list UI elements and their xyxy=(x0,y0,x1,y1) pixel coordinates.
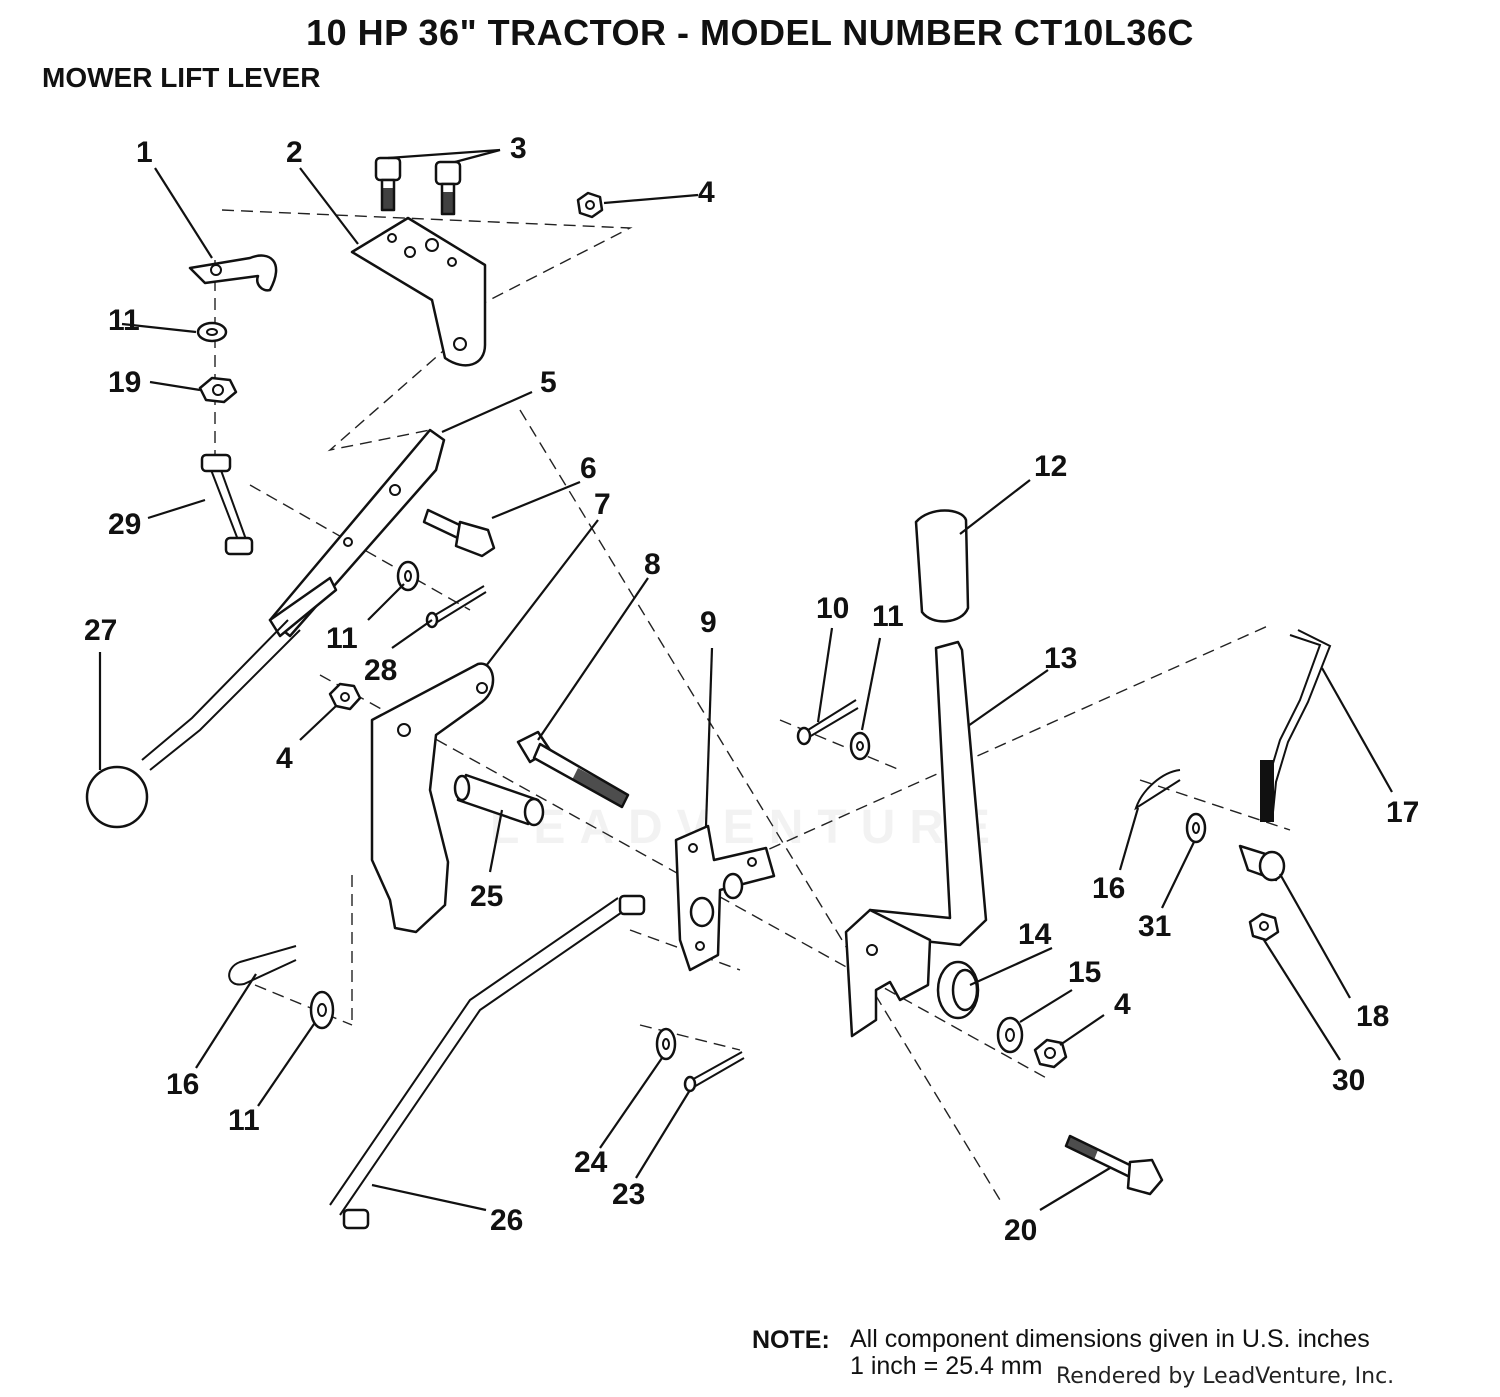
callout-16a: 16 xyxy=(1092,872,1125,905)
part-mount-plate xyxy=(674,824,776,972)
callout-11b: 11 xyxy=(326,622,358,655)
diagram-subtitle: MOWER LIFT LEVER xyxy=(42,62,321,93)
callout-17: 17 xyxy=(1386,796,1419,829)
callout-24: 24 xyxy=(574,1146,608,1179)
callout-labels: 1 2 3 4 4 4 4 5 6 7 8 9 10 11 11 11 11 1… xyxy=(84,132,1419,1247)
callout-5: 5 xyxy=(540,366,557,399)
render-credit: Rendered by LeadVenture, Inc. xyxy=(1056,1364,1395,1389)
callout-6: 6 xyxy=(580,452,597,485)
callout-11c: 11 xyxy=(872,600,904,633)
part-adjust-rod xyxy=(1260,629,1332,823)
callout-28: 28 xyxy=(364,654,397,687)
leader-lines xyxy=(98,148,1393,1212)
part-lift-link xyxy=(329,894,646,1230)
callout-16b: 16 xyxy=(166,1068,199,1101)
callout-4a: 4 xyxy=(698,176,715,209)
dimension-note: NOTE: All component dimensions given in U… xyxy=(752,1326,1370,1380)
part-bushing xyxy=(936,960,980,1020)
callout-9: 9 xyxy=(700,606,717,639)
callout-18: 18 xyxy=(1356,1000,1389,1033)
watermark: LEADVENTURE xyxy=(490,801,1005,854)
callout-3: 3 xyxy=(510,132,527,165)
part-pivot-plate xyxy=(370,662,495,934)
assembly-lines xyxy=(214,209,1291,1201)
note-line-2: 1 inch = 25.4 mm xyxy=(850,1352,1043,1380)
part-handle xyxy=(844,509,988,1038)
callout-11a: 11 xyxy=(108,304,140,337)
part-hex-nuts xyxy=(198,191,1280,1069)
callout-25: 25 xyxy=(470,880,503,913)
callout-11d: 11 xyxy=(228,1104,260,1137)
callout-30: 30 xyxy=(1332,1064,1365,1097)
callout-14: 14 xyxy=(1018,918,1052,951)
callout-15: 15 xyxy=(1068,956,1101,989)
part-bolts xyxy=(374,156,462,216)
callout-27: 27 xyxy=(84,614,117,647)
callout-1: 1 xyxy=(136,136,153,169)
callout-2: 2 xyxy=(286,136,303,169)
callout-4b: 4 xyxy=(276,742,293,775)
part-link xyxy=(200,453,254,556)
callout-13: 13 xyxy=(1044,642,1077,675)
callout-19: 19 xyxy=(108,366,141,399)
part-bracket xyxy=(350,216,487,367)
callout-26: 26 xyxy=(490,1204,523,1237)
callout-12: 12 xyxy=(1034,450,1067,483)
callout-10: 10 xyxy=(816,592,849,625)
diagram-title: 10 HP 36" TRACTOR - MODEL NUMBER CT10L36… xyxy=(306,12,1194,53)
part-clip xyxy=(188,254,278,292)
callout-8: 8 xyxy=(644,548,661,581)
callout-23: 23 xyxy=(612,1178,645,1211)
note-label: NOTE: xyxy=(752,1326,830,1354)
part-washers xyxy=(196,321,1207,1061)
callout-20: 20 xyxy=(1004,1214,1037,1247)
callout-4c: 4 xyxy=(1114,988,1131,1021)
part-lift-arm xyxy=(85,428,446,829)
part-spacer-tube xyxy=(453,773,545,827)
part-hex-bolts xyxy=(422,508,1164,1196)
part-pins-clips xyxy=(228,585,1181,1093)
part-ferrule xyxy=(1238,844,1286,882)
callout-29: 29 xyxy=(108,508,141,541)
callout-7: 7 xyxy=(594,488,611,521)
callout-31: 31 xyxy=(1138,910,1171,943)
note-line-1: All component dimensions given in U.S. i… xyxy=(850,1325,1370,1353)
